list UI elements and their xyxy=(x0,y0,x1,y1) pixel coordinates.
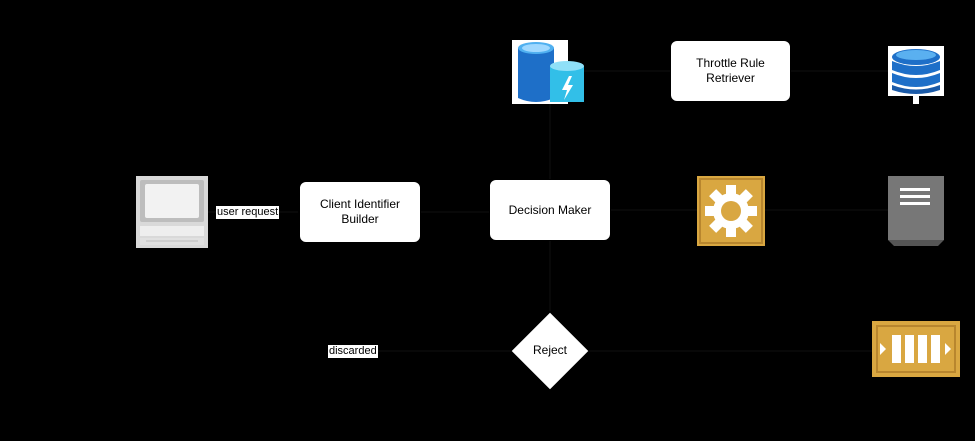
reject-decision-shape[interactable] xyxy=(510,311,590,391)
edge-label-discarded: discarded xyxy=(328,345,378,358)
document-icon xyxy=(888,176,944,246)
database-icon xyxy=(888,46,944,104)
decision-maker-node[interactable]: Decision Maker xyxy=(489,179,611,241)
edge-label-user-request: user request xyxy=(216,206,280,219)
desktop-computer-icon xyxy=(136,176,208,248)
client-identifier-builder-node[interactable]: Client Identifier Builder xyxy=(299,181,421,243)
reject-node-label: Reject xyxy=(532,343,567,357)
throttle-rule-retriever-node[interactable]: Throttle Rule Retriever xyxy=(670,40,791,102)
redis-cache-icon xyxy=(512,40,584,104)
message-queue-icon xyxy=(872,321,960,377)
gear-service-icon xyxy=(697,176,765,246)
